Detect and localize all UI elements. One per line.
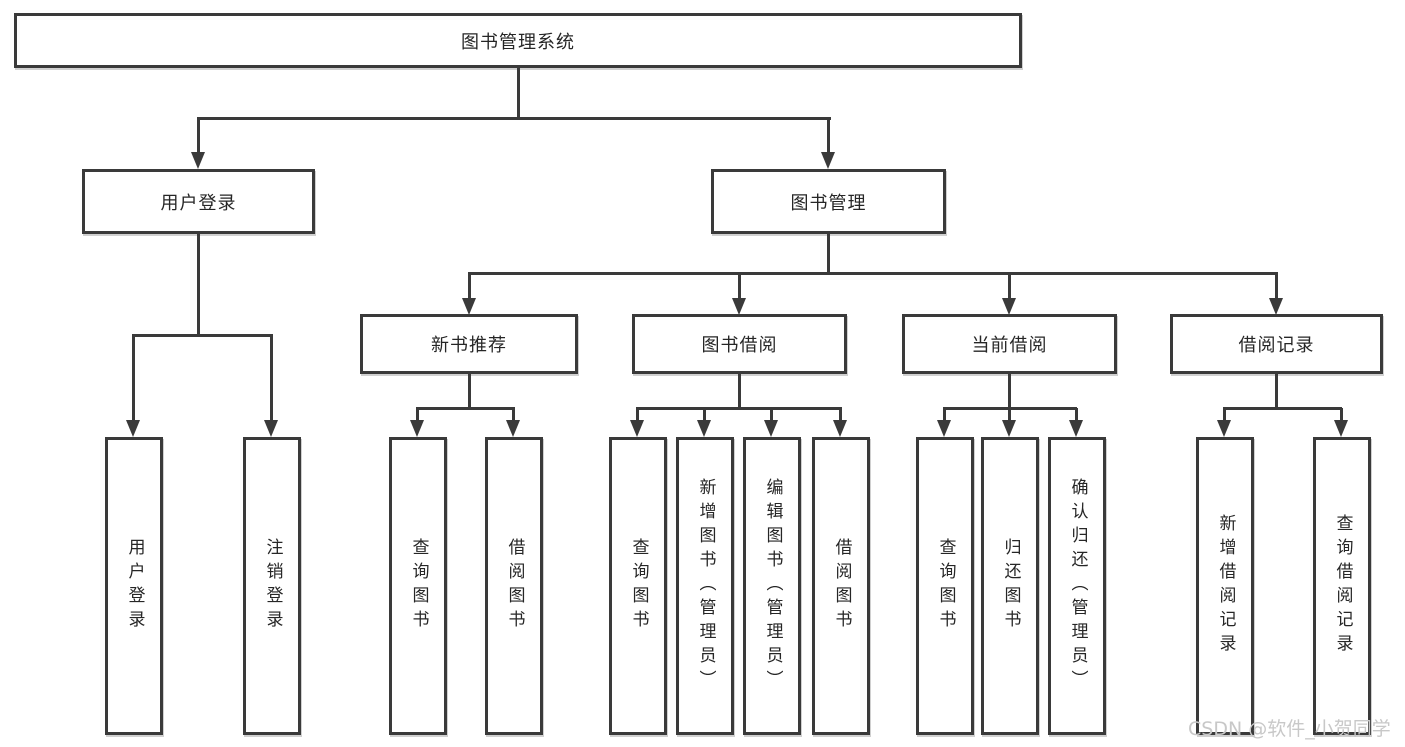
leaf-add-books-admin: 新增图书（管理员） [676, 437, 734, 735]
connector-arrow [264, 420, 278, 437]
connector-vline [738, 273, 741, 301]
node-root: 图书管理系统 [14, 13, 1022, 68]
connector-vline [636, 408, 639, 423]
connector-hline [132, 333, 273, 337]
leaf-add-books-admin-label: 新增图书（管理员） [695, 478, 716, 694]
connector-vline [1223, 408, 1226, 423]
leaf-borrow-books-recommend: 借阅图书 [485, 437, 543, 735]
connector-arrow [833, 420, 847, 437]
connector-arrow [1334, 420, 1348, 437]
node-book-borrowing: 图书借阅 [632, 314, 847, 374]
leaf-query-books-current-label: 查询图书 [935, 538, 956, 634]
node-current-borrowing: 当前借阅 [902, 314, 1117, 374]
node-root-label: 图书管理系统 [461, 31, 575, 53]
connector-vline [1275, 273, 1278, 301]
node-book-borrowing-label: 图书借阅 [701, 335, 778, 356]
connector-hline [1223, 406, 1342, 410]
connector-arrow [1002, 298, 1016, 315]
leaf-borrow-books-label: 借阅图书 [831, 538, 852, 634]
csdn-watermark: CSDN @软件_小贺同学 [1188, 718, 1391, 740]
connector-arrow [697, 420, 711, 437]
connector-arrow [630, 420, 644, 437]
node-user-login-label: 用户登录 [160, 192, 237, 214]
connector-vline [770, 408, 773, 423]
connector-vline [703, 408, 706, 423]
leaf-query-books-borrowing: 查询图书 [609, 437, 667, 735]
connector-hline [197, 116, 831, 120]
leaf-confirm-return-admin-label: 确认归还（管理员） [1067, 478, 1088, 694]
connector-vline [1075, 408, 1078, 423]
connector-arrow [461, 298, 476, 315]
connector-arrow [821, 152, 835, 169]
connector-vline [738, 372, 741, 410]
connector-arrow [732, 298, 746, 315]
node-user-login: 用户登录 [82, 169, 315, 234]
leaf-user-login: 用户登录 [105, 437, 163, 735]
connector-arrow [126, 420, 140, 437]
connector-vline [1275, 372, 1278, 410]
leaf-logout-label: 注销登录 [262, 538, 283, 634]
node-new-book-recommend-label: 新书推荐 [431, 335, 507, 356]
connector-vline [839, 408, 842, 423]
node-book-management: 图书管理 [711, 169, 946, 234]
node-current-borrowing-label: 当前借阅 [971, 335, 1048, 356]
connector-vline [1008, 408, 1011, 423]
node-borrowing-records: 借阅记录 [1170, 314, 1383, 374]
connector-arrow [506, 420, 520, 437]
leaf-logout: 注销登录 [243, 437, 301, 735]
connector-arrow [1269, 298, 1283, 315]
leaf-edit-books-admin: 编辑图书（管理员） [743, 437, 801, 735]
connector-vline [467, 372, 471, 410]
connector-vline [270, 335, 273, 422]
leaf-add-borrow-record-label: 新增借阅记录 [1215, 514, 1236, 658]
connector-vline [943, 408, 946, 423]
node-new-book-recommend: 新书推荐 [360, 314, 578, 374]
leaf-add-borrow-record: 新增借阅记录 [1196, 437, 1254, 735]
connector-vline [197, 233, 200, 337]
connector-vline [516, 67, 520, 120]
leaf-borrow-books-recommend-label: 借阅图书 [504, 538, 525, 634]
leaf-query-books-recommend-label: 查询图书 [408, 538, 429, 634]
connector-arrow [764, 420, 778, 437]
connector-vline [512, 408, 515, 423]
leaf-borrow-books: 借阅图书 [812, 437, 870, 735]
connector-vline [416, 408, 419, 423]
connector-vline [827, 118, 830, 156]
connector-vline [467, 273, 471, 301]
connector-hline [416, 406, 515, 410]
connector-vline [1008, 372, 1011, 410]
connector-arrow [1002, 420, 1016, 437]
connector-arrow [1069, 420, 1083, 437]
connector-vline [827, 233, 830, 275]
connector-hline [636, 406, 842, 410]
connector-hline [467, 271, 1278, 275]
connector-vline [1340, 408, 1343, 423]
leaf-query-books-borrowing-label: 查询图书 [628, 538, 649, 634]
node-borrowing-records-label: 借阅记录 [1238, 335, 1315, 356]
leaf-query-borrow-record-label: 查询借阅记录 [1332, 514, 1353, 658]
connector-arrow [1217, 420, 1231, 437]
leaf-confirm-return-admin: 确认归还（管理员） [1048, 437, 1106, 735]
node-book-management-label: 图书管理 [790, 192, 867, 214]
leaf-query-books-recommend: 查询图书 [389, 437, 447, 735]
leaf-query-books-current: 查询图书 [916, 437, 974, 735]
connector-arrow [191, 152, 205, 169]
leaf-return-books: 归还图书 [981, 437, 1039, 735]
connector-arrow [410, 420, 424, 437]
connector-vline [132, 335, 135, 422]
leaf-edit-books-admin-label: 编辑图书（管理员） [762, 478, 783, 694]
connector-vline [1008, 273, 1011, 301]
leaf-user-login-label: 用户登录 [124, 538, 145, 634]
leaf-return-books-label: 归还图书 [1000, 538, 1021, 634]
leaf-query-borrow-record: 查询借阅记录 [1313, 437, 1371, 735]
connector-vline [197, 118, 200, 156]
connector-arrow [937, 420, 951, 437]
